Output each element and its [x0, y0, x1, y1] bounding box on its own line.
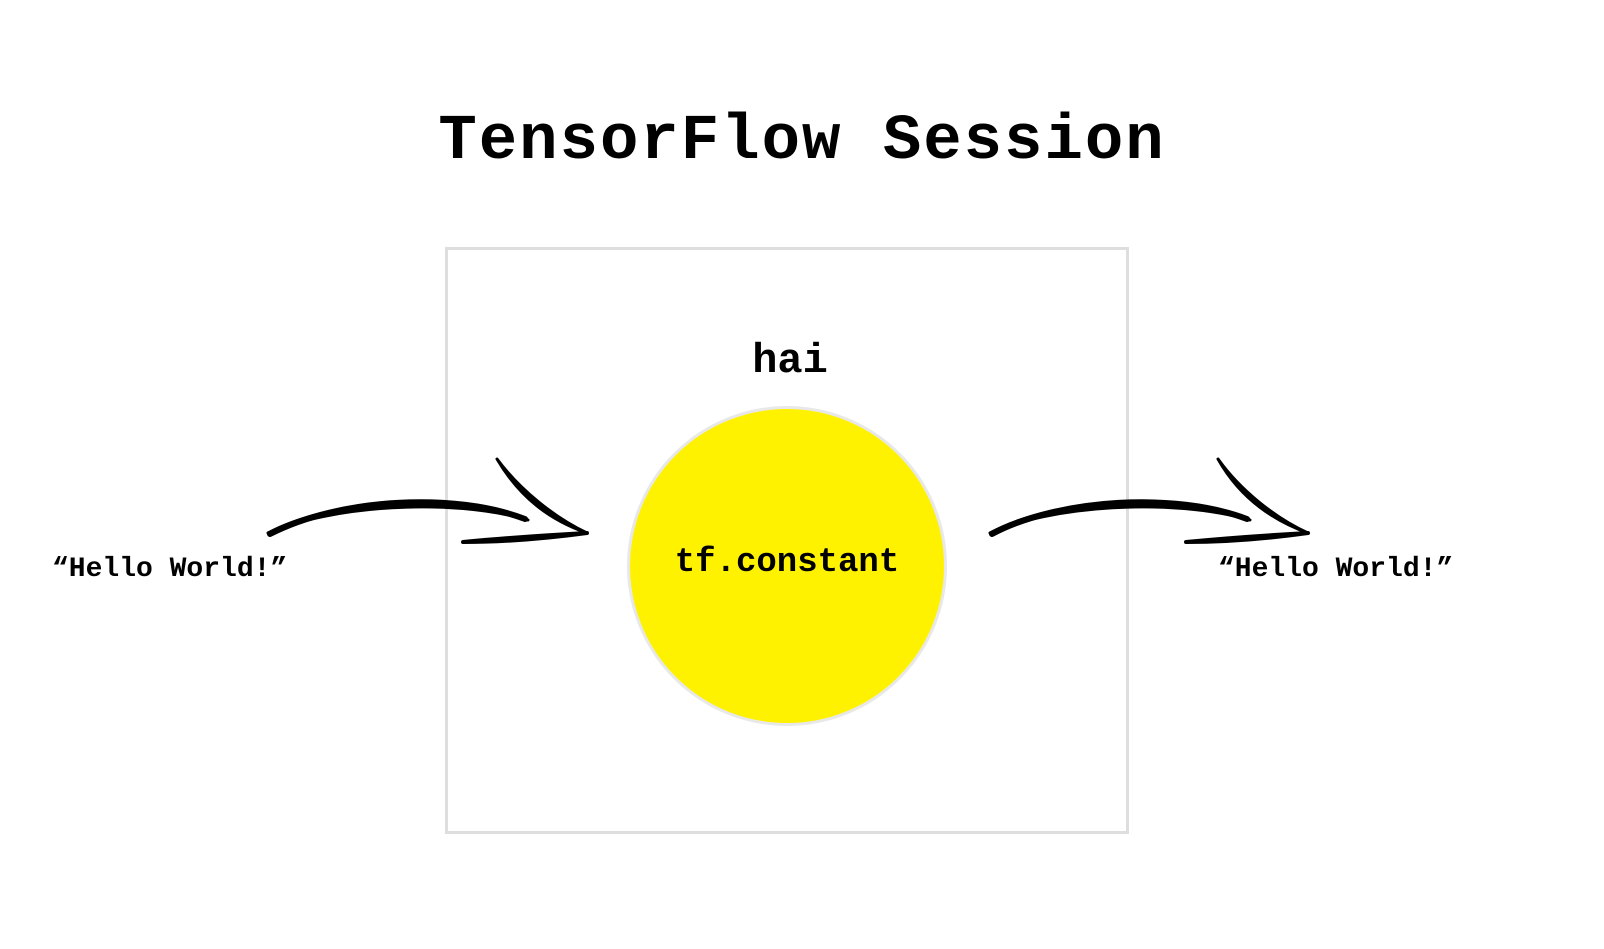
output-value-label: “Hello World!” [1218, 554, 1454, 585]
session-box [445, 247, 1129, 834]
node-name-label: hai [752, 337, 828, 385]
diagram-title: TensorFlow Session [438, 106, 1166, 178]
node-operation-label: tf.constant [674, 544, 900, 582]
constant-node: tf.constant [627, 406, 947, 726]
input-value-label: “Hello World!” [52, 554, 288, 585]
